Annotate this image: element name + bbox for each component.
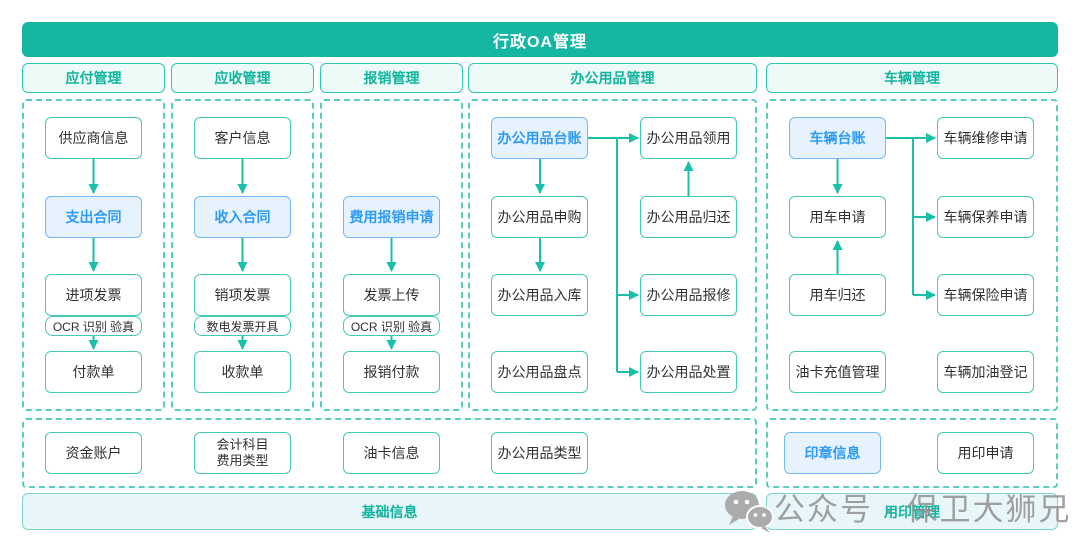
section-header-accounts-receivable: 应收管理 (171, 63, 314, 93)
node-supplies-return: 办公用品归还 (640, 196, 737, 238)
frame-basic-info (22, 418, 757, 488)
node-payment-slip: 付款单 (45, 351, 142, 393)
node-vehicle-refuel-log: 车辆加油登记 (937, 351, 1034, 393)
node-accounting-subject-expense-type: 会计科目 费用类型 (194, 432, 291, 474)
section-header-office-supplies: 办公用品管理 (468, 63, 757, 93)
node-supplies-inbound: 办公用品入库 (491, 274, 588, 316)
frame-seal (766, 418, 1058, 488)
node-output-invoice: 销项发票 (194, 274, 291, 316)
section-header-expense-claim: 报销管理 (320, 63, 463, 93)
page-title: 行政OA管理 (22, 22, 1058, 57)
tag-digital-invoice-issue: 数电发票开具 (194, 316, 291, 336)
frame-expense-claim (320, 99, 463, 411)
banner-basic-info: 基础信息 (22, 493, 757, 530)
node-vehicle-return: 用车归还 (789, 274, 886, 316)
node-fund-account: 资金账户 (45, 432, 142, 474)
tag-ocr-verify-payable: OCR 识别 验真 (45, 316, 142, 336)
frame-accounts-payable (22, 99, 165, 411)
node-supplies-stocktake: 办公用品盘点 (491, 351, 588, 393)
node-seal-info: 印章信息 (784, 432, 881, 474)
node-vehicle-ledger: 车辆台账 (789, 117, 886, 159)
expense-type-line: 费用类型 (216, 453, 269, 468)
frame-accounts-receivable (171, 99, 314, 411)
node-fuel-card-info: 油卡信息 (343, 432, 440, 474)
node-vehicle-insurance-request: 车辆保险申请 (937, 274, 1034, 316)
node-invoice-upload: 发票上传 (343, 274, 440, 316)
node-supplies-repair: 办公用品报修 (640, 274, 737, 316)
node-fuel-card-recharge: 油卡充值管理 (789, 351, 886, 393)
node-seal-use-request: 用印申请 (937, 432, 1034, 474)
node-input-invoice: 进项发票 (45, 274, 142, 316)
wechat-icon (725, 491, 774, 533)
node-income-contract: 收入合同 (194, 196, 291, 238)
section-header-accounts-payable: 应付管理 (22, 63, 165, 93)
frame-office-supplies (468, 99, 757, 411)
node-supplies-type: 办公用品类型 (491, 432, 588, 474)
node-expense-contract: 支出合同 (45, 196, 142, 238)
node-vehicle-use-request: 用车申请 (789, 196, 886, 238)
banner-seal-management: 用印管理 (766, 493, 1058, 530)
node-supplies-requisition: 办公用品领用 (640, 117, 737, 159)
node-customer-info: 客户信息 (194, 117, 291, 159)
node-expense-claim-request: 费用报销申请 (343, 196, 440, 238)
node-supplies-ledger: 办公用品台账 (491, 117, 588, 159)
frame-vehicle (766, 99, 1058, 411)
node-supplies-disposal: 办公用品处置 (640, 351, 737, 393)
node-claim-payment: 报销付款 (343, 351, 440, 393)
node-receipt-slip: 收款单 (194, 351, 291, 393)
tag-ocr-verify-claim: OCR 识别 验真 (343, 316, 440, 336)
node-supplier-info: 供应商信息 (45, 117, 142, 159)
node-vehicle-maintenance-request: 车辆保养申请 (937, 196, 1034, 238)
accounting-subject-line: 会计科目 (216, 437, 269, 453)
section-header-vehicle: 车辆管理 (766, 63, 1058, 93)
node-supplies-purchase-request: 办公用品申购 (491, 196, 588, 238)
watermark: 公众号 · 保卫大狮兄 (774, 492, 1072, 527)
node-vehicle-repair-request: 车辆维修申请 (937, 117, 1034, 159)
